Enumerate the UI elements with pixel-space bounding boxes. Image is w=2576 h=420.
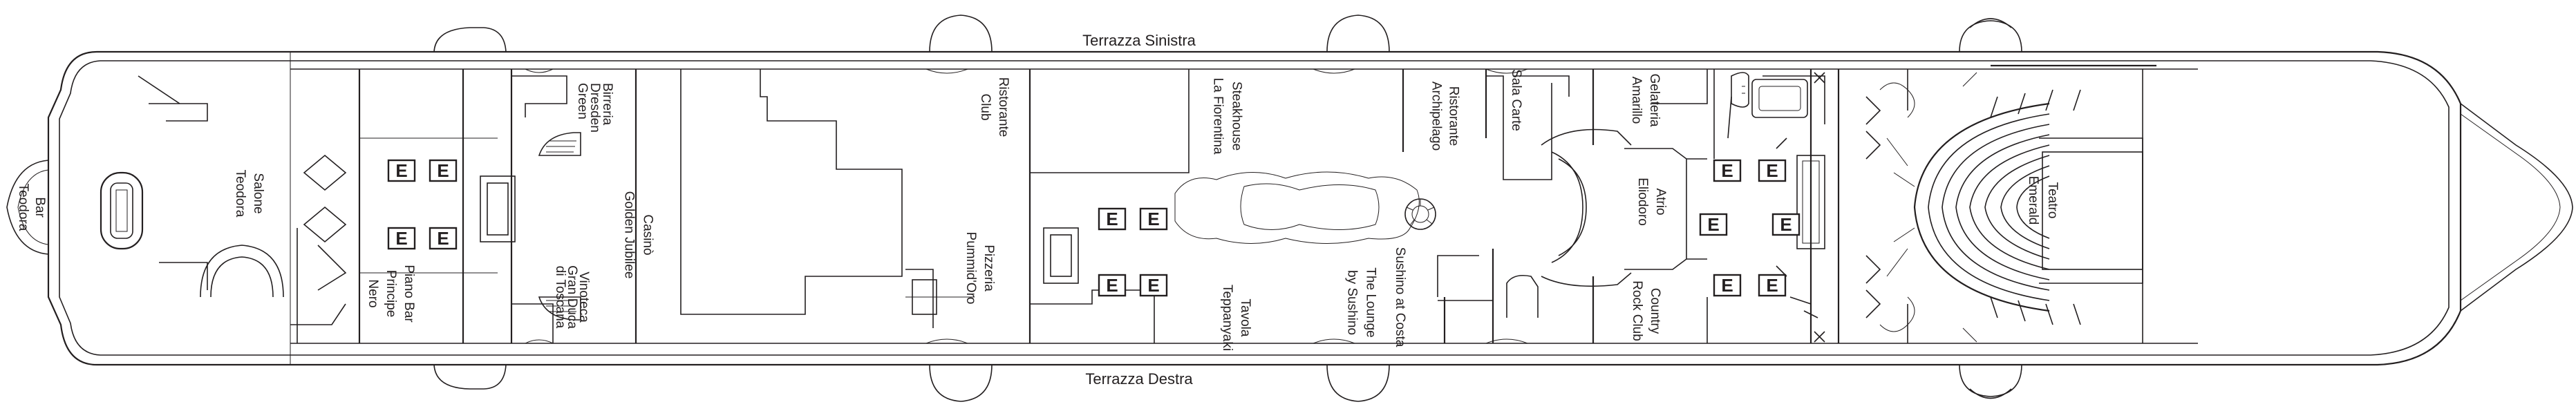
- svg-text:E: E: [1106, 275, 1118, 296]
- elevator-icon: E: [1098, 274, 1127, 297]
- terrace-pockets: [525, 68, 1528, 344]
- svg-text:E: E: [1721, 275, 1733, 296]
- venue-label-line: Amarillo: [1629, 77, 1644, 124]
- venue-label-line: Gran Duca: [565, 265, 579, 329]
- elevator-icon: E: [1713, 274, 1742, 297]
- venue-label-line: Teppanyaki: [1220, 285, 1234, 351]
- elevator-icon: E: [1713, 159, 1742, 182]
- svg-text:E: E: [1147, 209, 1159, 229]
- venue-label-piano-bar: Piano Bar Principe Nero: [366, 265, 416, 323]
- elevator-banks: E E E E E E E E E E E E E E: [387, 159, 1801, 297]
- venue-label-line: Emerald: [2026, 176, 2040, 225]
- venue-label-line: Country: [1648, 288, 1662, 334]
- svg-text:E: E: [395, 228, 407, 249]
- venue-label-line: Ristorante: [1447, 86, 1461, 146]
- svg-text:E: E: [437, 228, 449, 249]
- svg-text:E: E: [437, 160, 449, 181]
- svg-text:E: E: [1780, 214, 1792, 235]
- venue-label-line: Vinoteca: [576, 271, 591, 323]
- svg-text:E: E: [1721, 160, 1733, 181]
- venue-label-line: Salone: [251, 173, 265, 213]
- svg-text:E: E: [1106, 209, 1118, 229]
- venue-label-line: Tavola: [1238, 299, 1252, 337]
- venue-label-line: Sala Carte: [1509, 69, 1523, 131]
- venue-label-line: Eliodoro: [1635, 178, 1650, 226]
- venue-label-line: Rock Club: [1630, 280, 1644, 341]
- venue-label-birreria: BirreriaDresdenGreen: [575, 83, 614, 133]
- elevator-icon: E: [429, 159, 458, 182]
- venue-label-line: Teodora: [233, 170, 247, 218]
- venue-label-sala-carte: Sala Carte: [1509, 69, 1523, 131]
- venue-label-country-rock-club: Country Rock Club: [1630, 280, 1662, 341]
- venue-label-line: Ristorante: [996, 77, 1010, 137]
- theatre-seating: [1865, 64, 2156, 343]
- venue-label-bar-teodora: BarTeodora: [16, 184, 47, 231]
- venue-label-line: The Lounge: [1364, 267, 1378, 337]
- venue-label-line: Atrio: [1653, 188, 1668, 215]
- venue-label-line: Nero: [366, 279, 380, 307]
- venue-label-line: Steakhouse: [1230, 82, 1244, 151]
- svg-text:E: E: [395, 160, 407, 181]
- svg-text:E: E: [1147, 275, 1159, 296]
- elevator-icon: E: [1758, 159, 1787, 182]
- venue-label-the-lounge: The Lounge by Sushino: [1345, 267, 1378, 337]
- tender-bays-starboard: [433, 364, 2022, 402]
- terrace-port-label: Terrazza Sinistra: [1082, 32, 1196, 49]
- venue-label-line: Pummid'Oro: [963, 232, 978, 305]
- venue-label-line: Pizzeria: [981, 245, 996, 292]
- elevator-icon: E: [429, 227, 458, 250]
- venue-label-sushino: Sushino at Costa: [1393, 247, 1407, 347]
- venue-label-teppanyaki: Tavola Teppanyaki: [1220, 285, 1252, 351]
- venue-label-line: Gelateria: [1647, 73, 1662, 127]
- elevator-icon: E: [1139, 274, 1168, 297]
- svg-text:E: E: [1766, 275, 1778, 296]
- venue-label-line: Golden Jubilee: [622, 191, 637, 279]
- venue-label-steakhouse: Steakhouse La Fiorentina: [1211, 78, 1244, 155]
- terrace-starboard-label: Terrazza Destra: [1085, 370, 1193, 388]
- elevator-icon: E: [1699, 213, 1728, 236]
- venue-label-atrio: AtrioEliodoro: [1635, 178, 1668, 226]
- tender-bays-port: [433, 15, 2022, 52]
- venue-label-line: di Toscana: [553, 266, 567, 329]
- elevator-icon: E: [387, 227, 416, 250]
- elevator-icon: E: [387, 159, 416, 182]
- venue-label-vinoteca: VinotecaGran Ducadi Toscana: [553, 265, 591, 329]
- svg-text:E: E: [1766, 160, 1778, 181]
- venue-label-pizzeria: PizzeriaPummid'Oro: [963, 232, 996, 305]
- venue-label-ristorante-club: RistoranteClub: [978, 77, 1010, 137]
- venue-label-gelateria: GelateriaAmarillo: [1629, 73, 1662, 127]
- svg-text:E: E: [1707, 214, 1719, 235]
- venue-label-line: Archipelago: [1429, 82, 1444, 151]
- venue-label-line: Teatro: [2045, 182, 2060, 219]
- venue-label-line: Sushino at Costa: [1393, 247, 1407, 347]
- venue-label-line: Green: [575, 83, 590, 120]
- venue-label-ristorante-archipelago: RistoranteArchipelago: [1429, 82, 1461, 151]
- venue-label-teatro: Teatro Emerald: [2026, 176, 2060, 225]
- venue-label-line: Piano Bar: [402, 265, 416, 323]
- venue-label-line: Birreria: [600, 83, 614, 126]
- hull-outline: [6, 50, 2573, 366]
- venue-label-line: Casinò: [641, 214, 655, 255]
- venue-label-salone-teodora: Salone Teodora: [233, 170, 265, 218]
- venue-label-line: Bar: [32, 197, 47, 218]
- venue-label-line: Dresden: [587, 83, 602, 133]
- elevator-icon: E: [1758, 274, 1787, 297]
- venue-label-line: Club: [978, 93, 993, 120]
- venue-label-line: Teodora: [16, 184, 30, 231]
- venue-label-line: Principe: [384, 270, 398, 318]
- elevator-icon: E: [1098, 207, 1127, 231]
- elevator-icon: E: [1139, 207, 1168, 231]
- venue-label-casino: Casinò Golden Jubilee: [622, 191, 655, 279]
- venue-label-line: La Fiorentina: [1211, 78, 1225, 155]
- elevator-icon: E: [1771, 213, 1801, 236]
- venue-label-line: by Sushino: [1345, 270, 1360, 335]
- interior-walls: [100, 69, 1840, 343]
